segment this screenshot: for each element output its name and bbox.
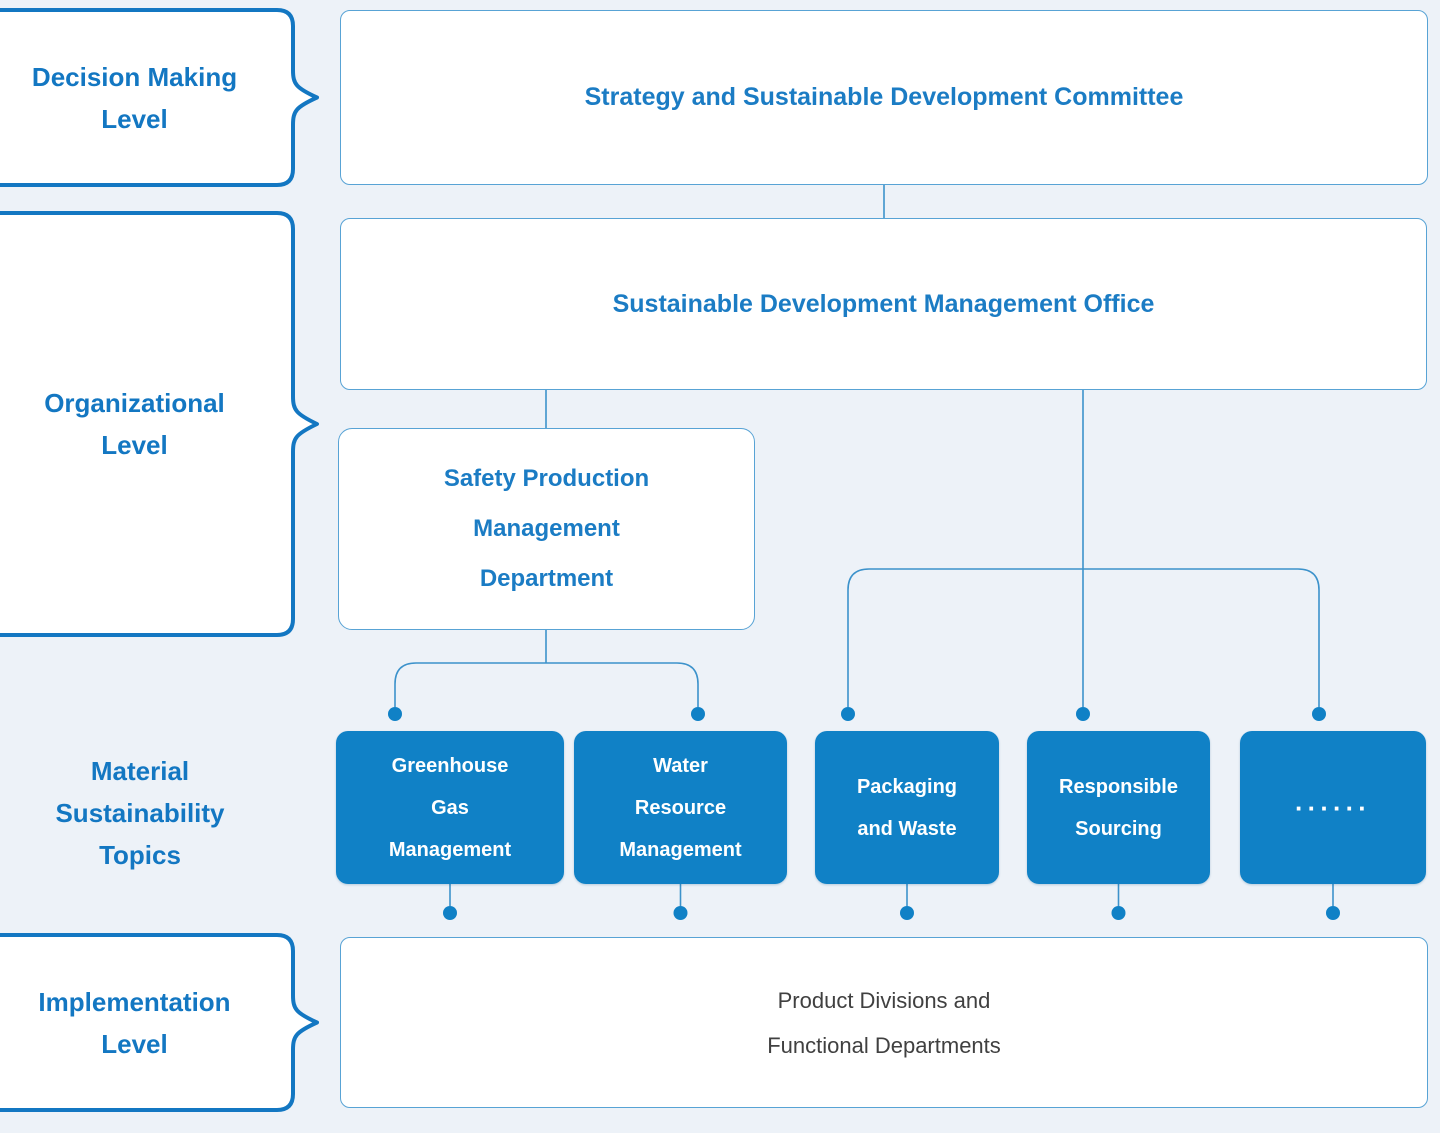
bracket-safety-topics: [394, 662, 699, 707]
topic-ellipsis-more: ······: [1240, 731, 1426, 884]
implementation-level-bracket-box: [0, 933, 319, 1112]
level-label-decision-making: Decision Making Level: [31, 61, 238, 134]
dot-top-2: [691, 707, 705, 721]
bracket-office-topics: [847, 568, 1320, 707]
level-label-implementation: Implementation Level: [38, 986, 231, 1059]
node-safety-production-management-department: Safety Production Management Department: [338, 428, 755, 630]
topic-responsible-sourcing: Responsible Sourcing: [1027, 731, 1210, 884]
level-label-organizational: Organizational Level: [44, 388, 225, 460]
dot-top-1: [388, 707, 402, 721]
dot-bottom-1: [443, 906, 457, 920]
dot-bottom-2: [673, 906, 688, 920]
level-label-material-sustainability-topics: Material Sustainability Topics: [55, 755, 225, 870]
dot-bottom-4: [1111, 906, 1126, 920]
dot-top-3: [841, 707, 855, 721]
dot-bottom-5: [1326, 906, 1340, 920]
topic-water-resource-management: Water Resource Management: [574, 731, 787, 884]
decision-level-bracket-box: [0, 8, 319, 187]
dot-top-5: [1312, 707, 1326, 721]
organizational-level-bracket-box: [0, 211, 319, 637]
node-sustainable-development-management-office: Sustainable Development Management Offic…: [340, 218, 1427, 390]
topic-greenhouse-gas-management: Greenhouse Gas Management: [336, 731, 564, 884]
dot-bottom-3: [900, 906, 914, 920]
topic-packaging-and-waste: Packaging and Waste: [815, 731, 999, 884]
dot-top-4: [1076, 707, 1090, 721]
node-strategy-sustainable-development-committee: Strategy and Sustainable Development Com…: [340, 10, 1428, 185]
node-product-divisions-functional-departments: Product Divisions and Functional Departm…: [340, 937, 1428, 1108]
